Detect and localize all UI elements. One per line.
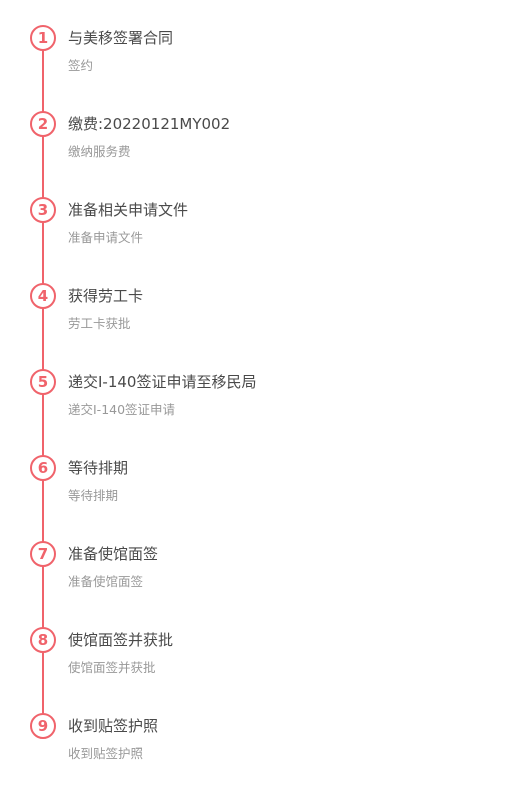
timeline-step-1: 1 与美移签署合同 签约 (0, 25, 529, 124)
step-subtitle: 收到贴签护照 (68, 746, 144, 761)
step-number-badge: 4 (30, 283, 56, 309)
step-subtitle: 准备申请文件 (68, 230, 144, 245)
timeline-step-9: 9 收到贴签护照 收到贴签护照 (0, 713, 529, 812)
timeline-step-2: 2 缴费:20220121MY002 缴纳服务费 (0, 111, 529, 210)
step-subtitle: 签约 (68, 58, 94, 73)
step-number-badge: 7 (30, 541, 56, 567)
step-subtitle: 等待排期 (68, 488, 119, 503)
step-number-badge: 5 (30, 369, 56, 395)
step-title: 使馆面签并获批 (68, 631, 174, 649)
timeline-step-8: 8 使馆面签并获批 使馆面签并获批 (0, 627, 529, 726)
step-title: 缴费:20220121MY002 (68, 115, 231, 133)
step-number-badge: 6 (30, 455, 56, 481)
progress-timeline: 1 与美移签署合同 签约 2 缴费:20220121MY002 缴纳服务费 3 … (0, 25, 529, 761)
timeline-step-3: 3 准备相关申请文件 准备申请文件 (0, 197, 529, 296)
step-number-badge: 1 (30, 25, 56, 51)
step-title: 等待排期 (68, 459, 129, 477)
step-subtitle: 缴纳服务费 (68, 144, 131, 159)
timeline-step-4: 4 获得劳工卡 劳工卡获批 (0, 283, 529, 382)
timeline-step-5: 5 递交I-140签证申请至移民局 递交I-140签证申请 (0, 369, 529, 468)
step-number-badge: 3 (30, 197, 56, 223)
step-title: 递交I-140签证申请至移民局 (68, 373, 257, 391)
step-title: 收到贴签护照 (68, 717, 159, 735)
step-number-badge: 9 (30, 713, 56, 739)
step-title: 准备相关申请文件 (68, 201, 189, 219)
step-title: 准备使馆面签 (68, 545, 159, 563)
step-title: 与美移签署合同 (68, 29, 174, 47)
timeline-step-7: 7 准备使馆面签 准备使馆面签 (0, 541, 529, 640)
step-title: 获得劳工卡 (68, 287, 144, 305)
timeline-step-6: 6 等待排期 等待排期 (0, 455, 529, 554)
step-number-badge: 2 (30, 111, 56, 137)
step-subtitle: 递交I-140签证申请 (68, 402, 176, 417)
step-subtitle: 准备使馆面签 (68, 574, 144, 589)
step-number-badge: 8 (30, 627, 56, 653)
step-subtitle: 劳工卡获批 (68, 316, 131, 331)
step-subtitle: 使馆面签并获批 (68, 660, 156, 675)
